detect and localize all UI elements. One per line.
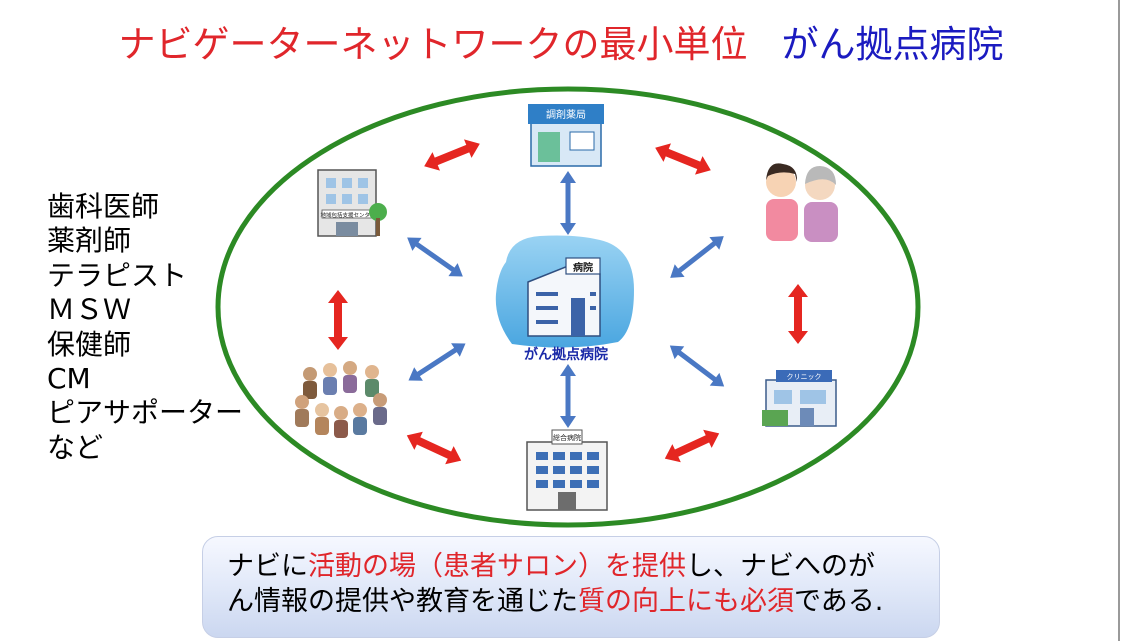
clinic-sign: クリニック bbox=[787, 373, 822, 381]
role-item: テラピスト bbox=[47, 258, 188, 292]
clinic-node: クリニック bbox=[762, 370, 837, 427]
arrow-blue-lower-right bbox=[669, 345, 725, 387]
caption-box: ナビに活動の場（患者サロン）を提供し、ナビへのが ん情報の提供や教育を通じた質の… bbox=[202, 536, 940, 638]
pharmacy-node: 調剤薬局 bbox=[528, 104, 604, 167]
caregiver-icon bbox=[766, 163, 798, 241]
role-item: CM bbox=[47, 362, 91, 396]
caregiver-elderly-node bbox=[766, 163, 838, 242]
patient-salon-group-node bbox=[295, 361, 387, 438]
arrow-red-left bbox=[328, 290, 348, 350]
caption-text: ナビに bbox=[227, 551, 308, 582]
support-center-node: 地域包括支援センター bbox=[317, 169, 387, 237]
general-hospital-sign: 総合病院 bbox=[553, 433, 581, 442]
arrows-blue bbox=[407, 171, 725, 428]
arrow-red-bottom-left bbox=[406, 431, 462, 465]
people-group-icon bbox=[295, 361, 387, 438]
arrow-red-top-left bbox=[424, 139, 480, 171]
arrows-red bbox=[328, 139, 808, 465]
network-ellipse bbox=[215, 86, 921, 528]
caption-emphasis: 質の向上にも必須 bbox=[578, 586, 794, 617]
role-item: など bbox=[47, 430, 104, 464]
arrow-red-top-right bbox=[655, 143, 711, 175]
support-center-sign: 地域包括支援センター bbox=[320, 211, 375, 219]
caption-line-1: ナビに活動の場（患者サロン）を提供し、ナビへのが bbox=[227, 549, 939, 584]
roles-list: 歯科医師 薬剤師 テラピスト ＭＳＷ 保健師 CM ピアサポーター など bbox=[47, 190, 243, 465]
arrow-red-bottom-right bbox=[664, 429, 720, 463]
arrow-blue-lower-left bbox=[408, 343, 466, 381]
center-hospital-building-icon bbox=[527, 257, 601, 337]
caption-line-2: ん情報の提供や教育を通じた質の向上にも必須である. bbox=[227, 584, 939, 619]
slide-title: ナビゲーターネットワークの最小単位がん拠点病院 bbox=[0, 14, 1122, 68]
role-item: 歯科医師 bbox=[47, 190, 160, 223]
caption-text: である. bbox=[794, 586, 884, 617]
title-sub: がん拠点病院 bbox=[781, 23, 1004, 66]
center-hospital-label: がん拠点病院 bbox=[524, 346, 608, 363]
caption-emphasis: 活動の場（患者サロン）を提供 bbox=[308, 551, 686, 582]
role-item: 保健師 bbox=[47, 327, 132, 361]
role-item: ピアサポーター bbox=[47, 396, 244, 430]
arrow-red-right bbox=[788, 284, 808, 344]
arrow-blue-upper-right bbox=[670, 236, 724, 278]
pharmacy-sign: 調剤薬局 bbox=[546, 108, 586, 121]
center-hospital-node: 病院 がん拠点病院 bbox=[495, 235, 634, 363]
arrow-blue-upper-left bbox=[407, 237, 463, 277]
general-hospital-node: 総合病院 bbox=[526, 429, 608, 511]
caption-text: し、ナビへのが bbox=[686, 551, 875, 582]
elderly-person-icon bbox=[804, 166, 838, 242]
title-main: ナビゲーターネットワークの最小単位 bbox=[118, 23, 748, 66]
arrow-blue-top bbox=[560, 171, 576, 235]
role-item: 薬剤師 bbox=[47, 224, 132, 258]
center-hospital-sign: 病院 bbox=[573, 261, 593, 274]
caption-text: ん情報の提供や教育を通じた bbox=[227, 586, 578, 617]
arrow-blue-bottom bbox=[560, 364, 576, 428]
role-item: ＭＳＷ bbox=[47, 293, 132, 327]
